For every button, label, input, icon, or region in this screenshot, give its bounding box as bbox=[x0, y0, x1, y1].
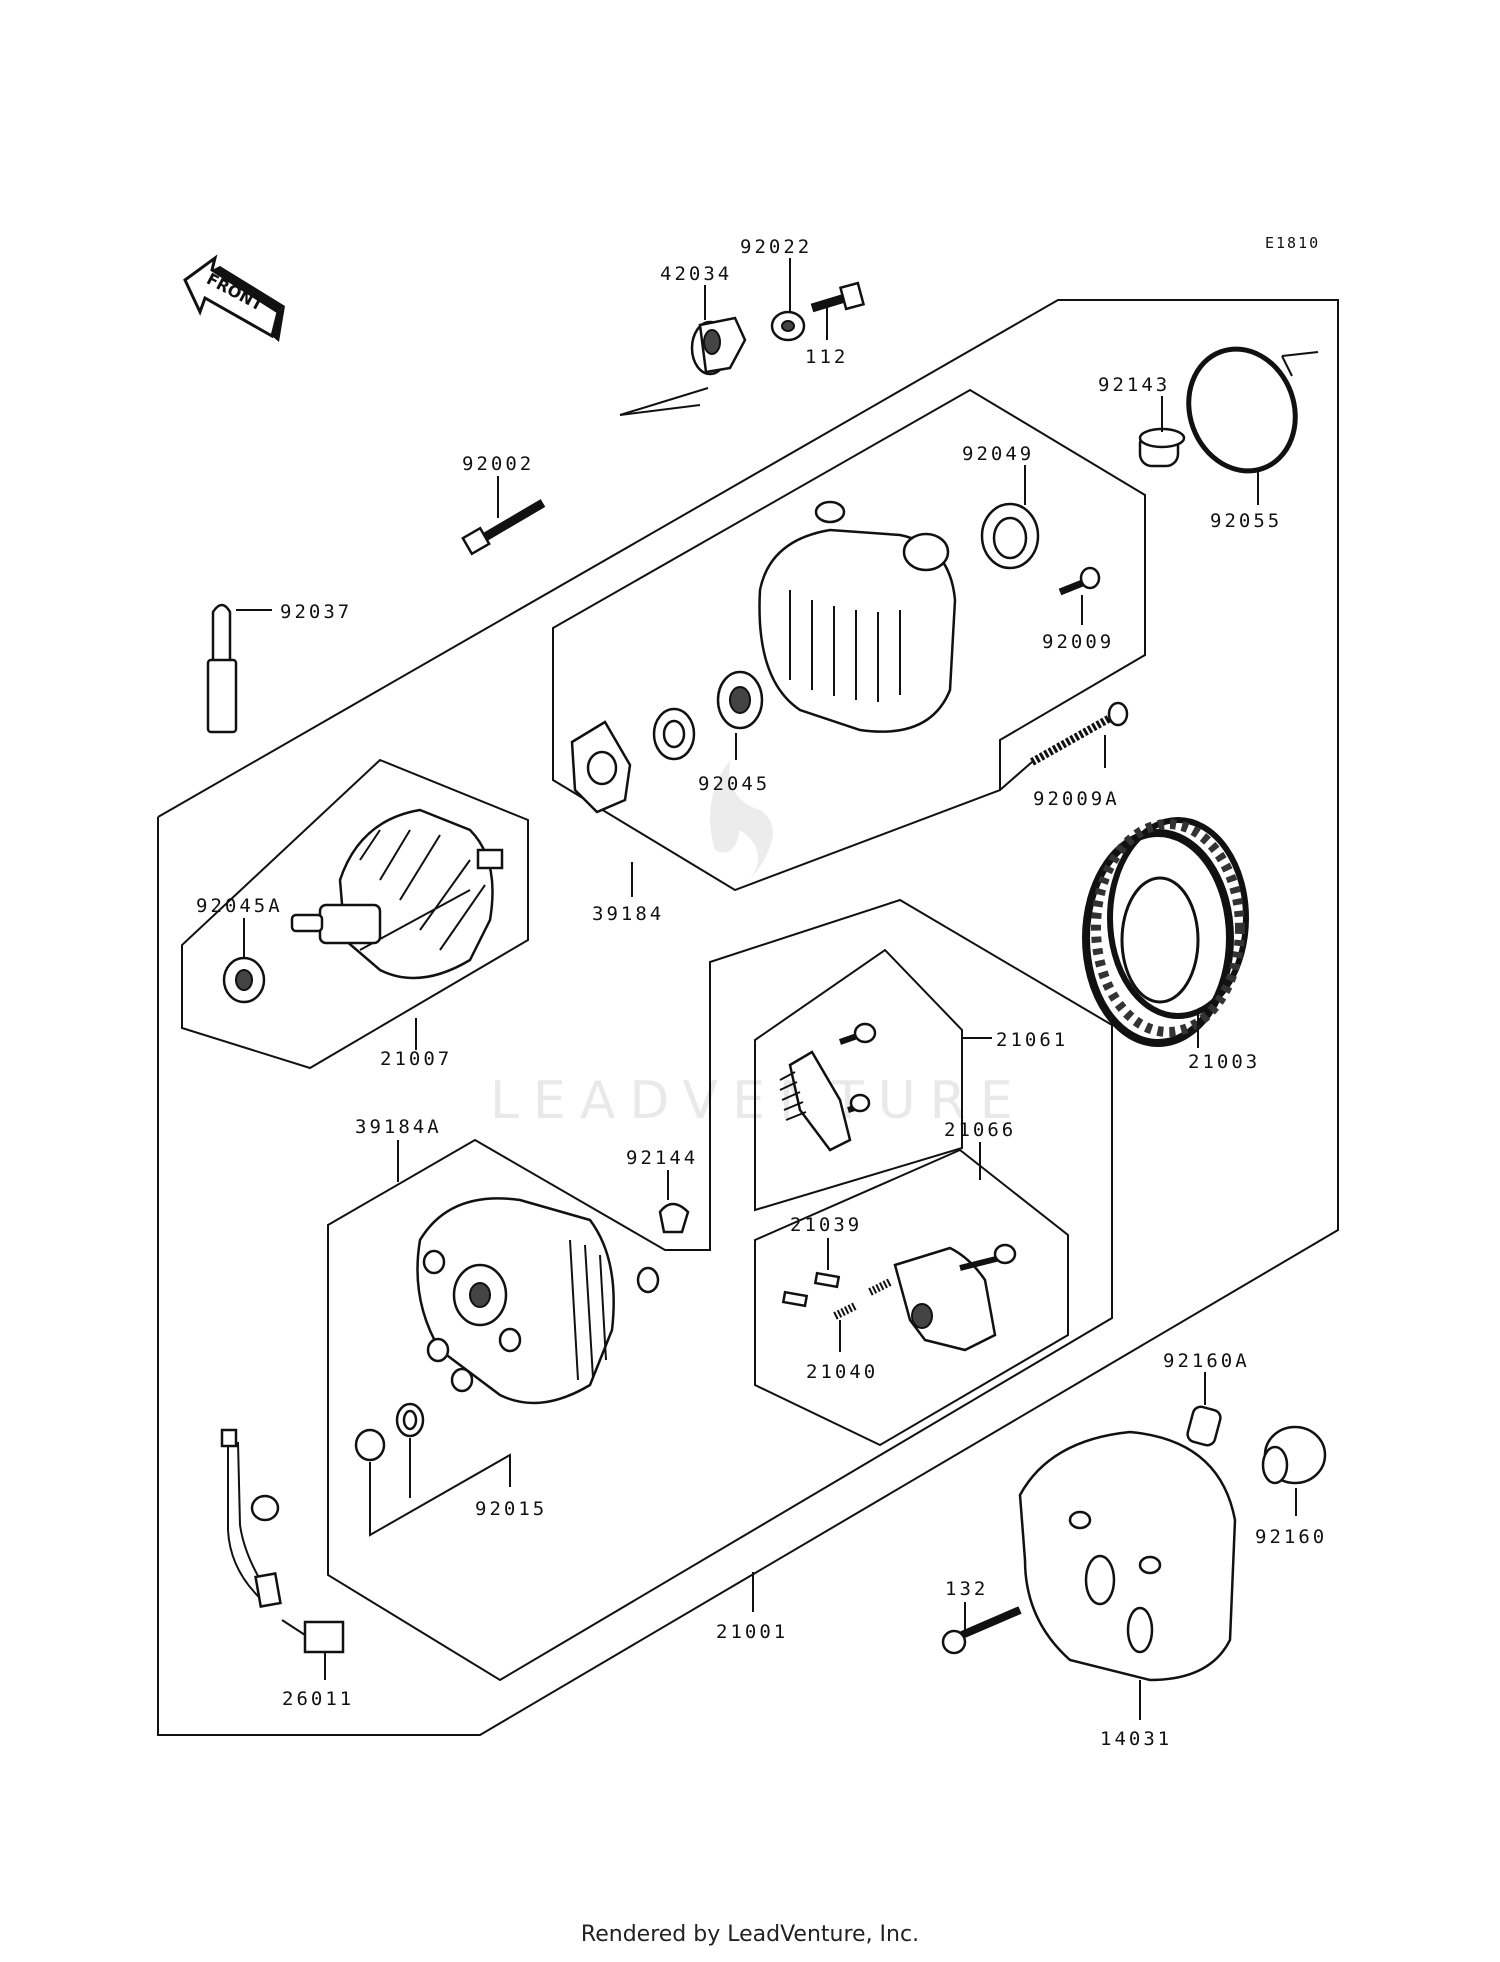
cap-part bbox=[1138, 427, 1186, 468]
label-92022: 92022 bbox=[740, 236, 812, 258]
bolt-132-part bbox=[941, 1606, 1022, 1655]
label-132: 132 bbox=[945, 1578, 988, 1600]
screw-92009A-part bbox=[999, 701, 1129, 791]
label-92055: 92055 bbox=[1210, 510, 1282, 532]
bushing-part bbox=[354, 1402, 425, 1462]
label-92160: 92160 bbox=[1255, 1526, 1327, 1548]
part-labels: 42034 92022 112 92143 92055 92002 92049 … bbox=[196, 236, 1327, 1750]
label-21003: 21003 bbox=[1188, 1051, 1260, 1073]
label-92009: 92009 bbox=[1042, 631, 1114, 653]
o-ring-part bbox=[1186, 346, 1319, 474]
label-112: 112 bbox=[805, 346, 848, 368]
bolt-92002-part bbox=[461, 499, 546, 556]
rectifier-part bbox=[779, 1022, 877, 1152]
label-21001: 21001 bbox=[716, 1621, 788, 1643]
label-21007: 21007 bbox=[380, 1048, 452, 1070]
label-21040: 21040 bbox=[806, 1361, 878, 1383]
front-arrow-icon: FRONT bbox=[183, 254, 285, 342]
regulator-part bbox=[781, 1243, 1017, 1352]
damper-92160-part bbox=[1261, 1425, 1327, 1485]
rear-cover-part bbox=[1018, 1430, 1237, 1682]
label-21066: 21066 bbox=[944, 1119, 1016, 1141]
label-92160A: 92160A bbox=[1163, 1350, 1250, 1372]
stator-part bbox=[1082, 817, 1249, 1047]
rear-housing-part bbox=[416, 1197, 660, 1405]
housing-group-outline bbox=[327, 898, 1113, 1682]
label-39184: 39184 bbox=[592, 903, 664, 925]
footer-credit: Rendered by LeadVenture, Inc. bbox=[580, 1922, 920, 1947]
leader-lines bbox=[236, 258, 1297, 1720]
label-92045: 92045 bbox=[698, 773, 770, 795]
label-92002: 92002 bbox=[462, 453, 534, 475]
front-housing-part bbox=[570, 500, 957, 814]
rotor-part bbox=[222, 808, 504, 1004]
rectifier-outline bbox=[754, 948, 963, 1212]
pulley-part bbox=[619, 316, 747, 416]
assembly-outline bbox=[157, 299, 1339, 1736]
label-21039: 21039 bbox=[790, 1214, 862, 1236]
label-92144: 92144 bbox=[626, 1147, 698, 1169]
label-92045A: 92045A bbox=[196, 895, 283, 917]
label-92015: 92015 bbox=[475, 1498, 547, 1520]
label-39184A: 39184A bbox=[355, 1116, 442, 1138]
watermark: LEADVENTURE bbox=[490, 760, 1027, 1131]
label-26011: 26011 bbox=[282, 1688, 354, 1710]
rotor-outline bbox=[181, 758, 529, 1070]
label-92143: 92143 bbox=[1098, 374, 1170, 396]
washer-part bbox=[770, 310, 806, 342]
regulator-outline bbox=[754, 1148, 1069, 1447]
diagram-code: E1810 bbox=[1265, 234, 1320, 252]
front-housing-outline bbox=[552, 388, 1146, 892]
label-42034: 42034 bbox=[660, 263, 732, 285]
label-14031: 14031 bbox=[1100, 1728, 1172, 1750]
label-21061: 21061 bbox=[996, 1029, 1068, 1051]
bolt-112-part bbox=[810, 281, 866, 313]
label-92049: 92049 bbox=[962, 443, 1034, 465]
label-92009A: 92009A bbox=[1033, 788, 1120, 810]
damper-92160A-part bbox=[1186, 1405, 1222, 1447]
label-92037: 92037 bbox=[280, 601, 352, 623]
watermark-text: LEADVENTURE bbox=[490, 1071, 1027, 1131]
strap-part bbox=[206, 603, 238, 734]
clip-92144-part bbox=[658, 1202, 690, 1234]
screw-92009-part bbox=[1058, 566, 1101, 596]
wire-lead-part bbox=[220, 1428, 345, 1654]
oil-seal-part bbox=[980, 502, 1040, 570]
